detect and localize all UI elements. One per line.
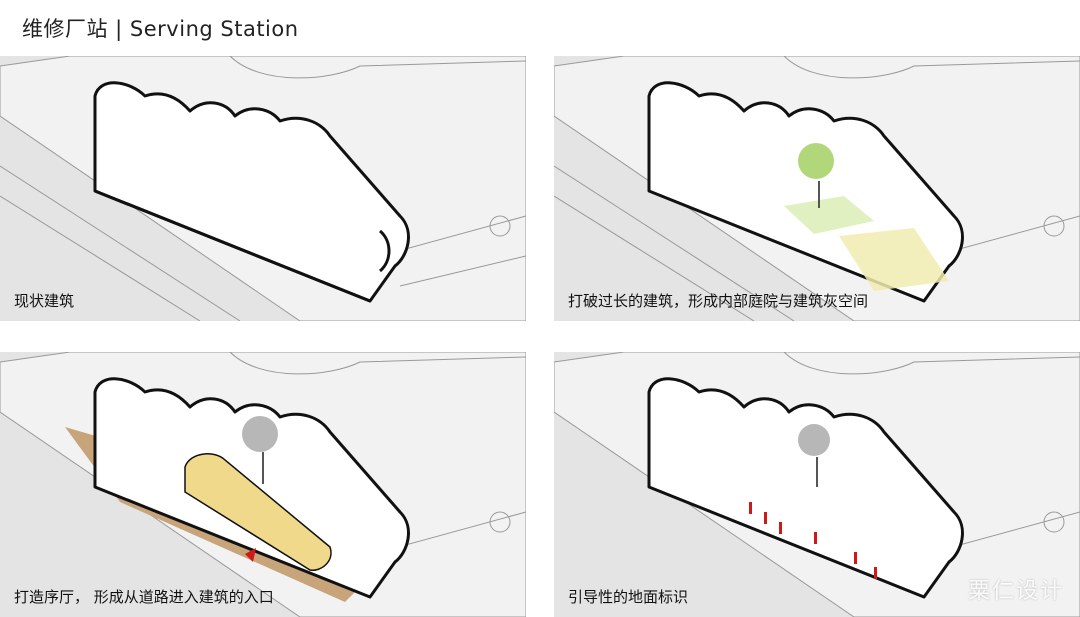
courtyard-illustration bbox=[554, 56, 1080, 321]
ground-markers-illustration bbox=[554, 352, 1080, 617]
tree-icon bbox=[798, 424, 830, 487]
entrance-hall-illustration bbox=[0, 352, 526, 617]
tree-icon bbox=[242, 416, 278, 484]
diagram-panel-ground-markers: 引导性的地面标识 粟仁设计 bbox=[554, 352, 1080, 617]
panel-caption: 打造序厅， 形成从道路进入建筑的入口 bbox=[14, 588, 274, 606]
page-title: 维修厂站 | Serving Station bbox=[22, 17, 299, 41]
watermark-text: 粟仁设计 bbox=[967, 579, 1064, 604]
grey-space-area bbox=[839, 228, 949, 291]
diagram-panel-entrance-hall: 打造序厅， 形成从道路进入建筑的入口 bbox=[0, 352, 526, 617]
panel-caption: 现状建筑 bbox=[14, 292, 75, 310]
building-mass bbox=[647, 377, 964, 599]
diagram-panel-existing: 现状建筑 bbox=[0, 56, 526, 321]
panel-caption: 引导性的地面标识 bbox=[568, 588, 689, 606]
entrance-arrow-icon bbox=[245, 548, 256, 562]
tree-icon bbox=[798, 143, 834, 208]
diagram-panel-courtyard: 打破过长的建筑，形成内部庭院与建筑灰空间 bbox=[554, 56, 1080, 321]
hall-roof bbox=[184, 453, 332, 571]
building-mass bbox=[93, 81, 410, 303]
guiding-ground-markers bbox=[749, 502, 877, 579]
existing-building-illustration bbox=[0, 56, 526, 321]
courtyard-area bbox=[784, 196, 874, 234]
panel-caption: 打破过长的建筑，形成内部庭院与建筑灰空间 bbox=[568, 292, 869, 310]
